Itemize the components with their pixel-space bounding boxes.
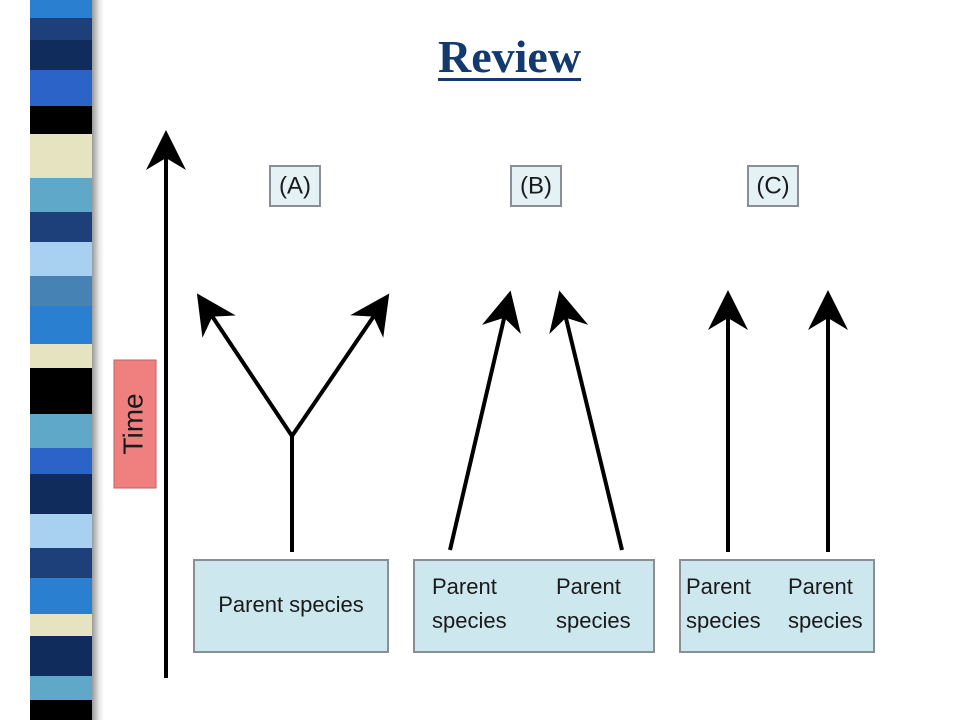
panel-c-parent-right-line1: Parent bbox=[788, 574, 853, 599]
panel-a-parent-label: Parent species bbox=[218, 592, 364, 617]
panel-a-label: (A) bbox=[279, 172, 311, 199]
panel-c-label: (C) bbox=[756, 172, 789, 199]
panel-b-parent-box bbox=[413, 559, 655, 653]
panel-b-label-box bbox=[510, 165, 562, 207]
time-label-box: Time bbox=[113, 359, 157, 489]
panel-b: (B) Parent species Parent species bbox=[413, 165, 655, 653]
speciation-diagram: Time (A) Parent species (B) bbox=[104, 126, 960, 720]
slide-title: Review bbox=[438, 31, 582, 82]
panel-a-label-box bbox=[269, 165, 321, 207]
svg-text:Parent species: Parent species bbox=[788, 574, 863, 633]
panel-a: (A) Parent species bbox=[193, 165, 390, 653]
panel-a-branch-left bbox=[196, 293, 294, 438]
panel-b-parent-right-line2: species bbox=[556, 608, 631, 633]
svg-text:Parent species: Parent species bbox=[432, 574, 507, 633]
svg-text:Parent species: Parent species bbox=[686, 574, 761, 633]
panel-b-parent-left-line1: Parent bbox=[432, 574, 497, 599]
panel-b-arrow-right bbox=[549, 290, 624, 551]
panel-c-parent-box bbox=[679, 559, 875, 653]
panel-c-label-box bbox=[747, 165, 799, 207]
panel-b-parent-right-line1: Parent bbox=[556, 574, 621, 599]
decorative-stripe-bar bbox=[30, 0, 92, 720]
panel-c-parent-left-line2: species bbox=[686, 608, 761, 633]
panel-a-parent-box bbox=[193, 559, 389, 653]
stripe-shadow bbox=[92, 0, 104, 720]
panel-b-arrow-left bbox=[448, 290, 521, 551]
panel-b-parent-left-line2: species bbox=[432, 608, 507, 633]
panel-c-parent-left-line1: Parent bbox=[686, 574, 751, 599]
svg-text:Parent species: Parent species bbox=[556, 574, 631, 633]
panel-b-label: (B) bbox=[520, 172, 552, 199]
panel-c-parent-right-line2: species bbox=[788, 608, 863, 633]
time-label: Time bbox=[117, 393, 148, 454]
panel-a-branch-right bbox=[290, 293, 390, 438]
panel-c: (C) Parent species Parent species bbox=[679, 165, 875, 653]
